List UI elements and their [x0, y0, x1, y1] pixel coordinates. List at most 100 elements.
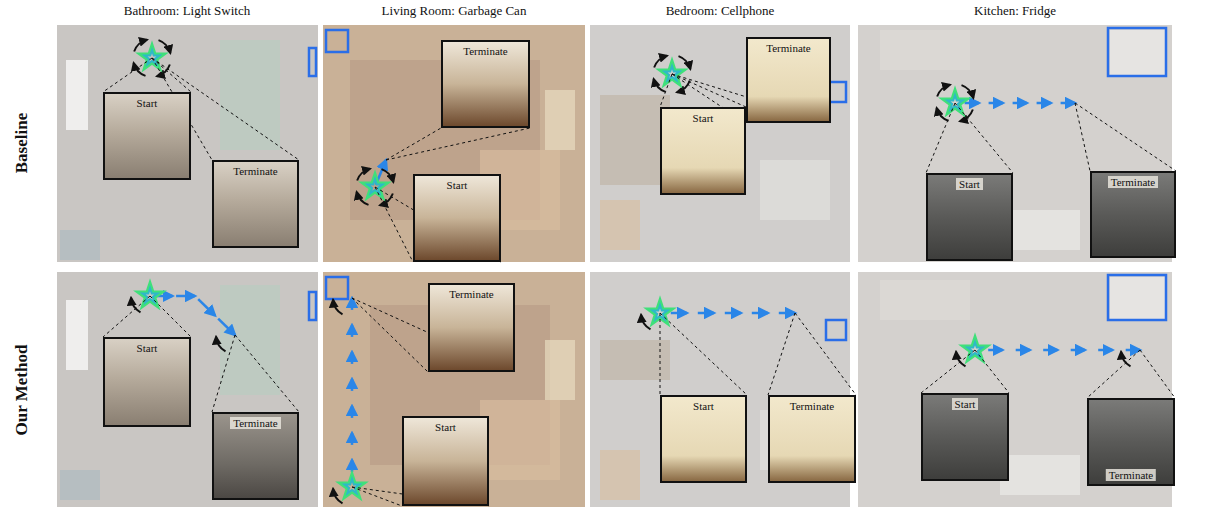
trajectory-arrow — [351, 352, 354, 364]
rotation-arrow — [937, 85, 950, 97]
leader-line — [212, 335, 235, 412]
leader-line — [103, 296, 150, 337]
target-box — [309, 48, 316, 76]
trajectory-arrow — [351, 325, 354, 337]
leader-line — [150, 296, 191, 337]
map-fade — [590, 25, 850, 262]
trajectory-arrow — [351, 433, 354, 445]
view-label: Terminate — [787, 400, 837, 412]
view-label: Start — [444, 179, 471, 191]
agent-start — [140, 45, 165, 69]
leader-line — [386, 128, 530, 160]
view-inset: Start — [926, 173, 1013, 261]
leader-line — [1075, 103, 1176, 171]
view-inset: Terminate — [1090, 171, 1176, 258]
leader-line — [152, 58, 191, 92]
view-inset: Start — [660, 395, 747, 483]
rotation-arrow — [678, 56, 690, 69]
view-inset: Start — [402, 416, 489, 506]
target-box — [326, 277, 348, 299]
target-box — [1108, 28, 1166, 76]
rotation-arrow — [333, 300, 342, 315]
trajectory-arrow — [988, 349, 1002, 352]
view-inset: Terminate — [768, 395, 856, 483]
trajectory-arrow — [1098, 349, 1112, 352]
row-label: Baseline — [12, 113, 32, 173]
target-box — [1108, 275, 1166, 320]
view-label: Start — [952, 398, 979, 410]
trajectory-arrow — [351, 379, 354, 391]
map-fade — [57, 272, 318, 507]
view-inset: Start — [660, 107, 746, 195]
trajectory-arrow — [176, 295, 195, 298]
rotation-arrow — [961, 85, 973, 98]
leader-line — [795, 313, 856, 395]
agent-start — [665, 66, 680, 80]
trajectory-arrow — [218, 319, 235, 335]
view-label: Start — [134, 97, 161, 109]
leader-line — [921, 350, 975, 393]
view-label: Terminate — [230, 417, 280, 429]
leader-line — [660, 313, 661, 395]
target-box — [826, 320, 846, 340]
leader-line — [672, 74, 746, 107]
agent-start — [363, 174, 388, 198]
column-header: Living Room: Garbage Can — [382, 3, 527, 19]
map-fade — [858, 272, 1172, 507]
trajectory-arrow — [725, 312, 741, 315]
leader-line — [1140, 350, 1175, 398]
agent-start — [340, 474, 365, 498]
view-label: Start — [432, 421, 459, 433]
leader-line — [926, 103, 955, 173]
leader-line — [955, 103, 1013, 173]
trajectory-arrow — [1013, 102, 1027, 105]
trajectory-arrow — [752, 312, 768, 315]
leader-line — [386, 128, 441, 160]
leader-line — [768, 313, 795, 395]
agent-start — [368, 179, 383, 193]
trajectory-arrow — [351, 298, 354, 310]
trajectory-arrow — [198, 299, 215, 315]
target-box — [326, 30, 348, 52]
trajectory-arrow — [965, 102, 979, 105]
view-label: Start — [690, 112, 717, 124]
leader-line — [103, 58, 152, 92]
view-label: Start — [956, 178, 983, 190]
leader-line — [352, 298, 428, 372]
map-panel — [590, 25, 850, 262]
leader-line — [235, 335, 299, 412]
map-panel — [323, 272, 585, 507]
view-label: Terminate — [1108, 176, 1158, 188]
agent-start — [653, 305, 668, 319]
rotation-arrow — [357, 169, 370, 181]
column-header: Bathroom: Light Switch — [124, 3, 250, 19]
view-inset: Terminate — [428, 283, 515, 372]
target-box — [309, 292, 316, 320]
view-inset: Terminate — [441, 40, 530, 128]
trajectory-arrow — [1037, 102, 1051, 105]
agent-start — [963, 337, 988, 361]
leader-line — [660, 313, 747, 395]
rotation-arrow — [333, 489, 342, 504]
map-panel — [57, 272, 318, 507]
rotation-arrow — [1121, 352, 1130, 367]
trajectory-arrow — [1043, 349, 1057, 352]
map-panel — [57, 25, 318, 262]
view-label: Terminate — [230, 165, 280, 177]
view-label: Start — [690, 400, 717, 412]
agent-start — [660, 61, 685, 85]
rotation-arrow — [381, 169, 393, 182]
rotation-arrow — [134, 40, 147, 52]
view-label: Start — [134, 342, 161, 354]
leader-line — [352, 487, 402, 506]
view-label: Terminate — [446, 288, 496, 300]
trajectory-arrow — [671, 312, 687, 315]
row-label: Our Method — [12, 345, 32, 436]
trajectory-arrow — [1071, 349, 1085, 352]
rotation-arrow — [654, 56, 667, 68]
view-inset: Terminate — [746, 37, 831, 123]
trajectory-arrow — [1126, 349, 1140, 352]
view-inset: Start — [103, 92, 191, 180]
trajectory-arrow — [1061, 102, 1075, 105]
